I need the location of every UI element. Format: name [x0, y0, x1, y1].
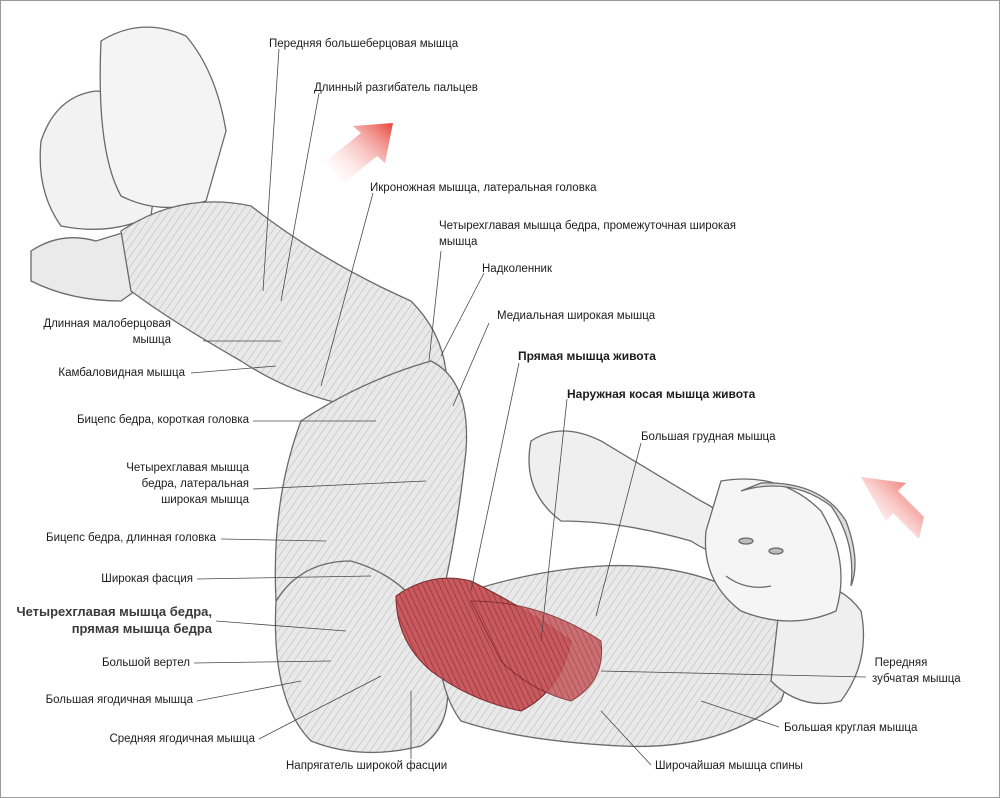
label-vastus-lateralis-2: бедра, латеральная	[141, 478, 249, 490]
label-patella: Надколенник	[482, 263, 552, 275]
label-serratus-1: Передняя	[874, 657, 928, 669]
label-teres-major: Большая круглая мышца	[784, 722, 918, 734]
label-rectus-femoris-1: Четырехглавая мышца бедра,	[16, 604, 212, 619]
motion-arrow-legs-icon	[326, 123, 393, 184]
label-vastus-lateralis-1: Четырехглавая мышца	[126, 462, 249, 474]
leader-lines	[190, 48, 867, 766]
label-rectus-abdominis: Прямая мышца живота	[518, 349, 656, 363]
label-pectoralis-major: Большая грудная мышца	[641, 431, 776, 443]
head	[704, 478, 856, 622]
label-vastus-intermedius-1: Четырехглавая мышца бедра, промежуточная…	[439, 220, 736, 232]
label-external-oblique: Наружная косая мышца живота	[567, 387, 756, 401]
label-biceps-short: Бицепс бедра, короткая головка	[76, 414, 249, 426]
oblique-muscles	[470, 600, 603, 702]
label-soleus: Камбаловидная мышца	[58, 367, 185, 379]
label-latissimus: Широчайшая мышца спины	[655, 760, 803, 772]
label-greater-trochanter: Большой вертел	[101, 657, 190, 669]
label-serratus-2: зубчатая мышца	[872, 673, 961, 685]
label-tibialis-anterior: Передняя большеберцовая мышца	[269, 38, 459, 50]
label-gluteus-medius: Средняя ягодичная мышца	[109, 733, 255, 745]
label-vastus-intermedius-2: мышца	[439, 236, 478, 248]
label-vastus-lateralis-3: широкая мышца	[161, 494, 249, 506]
label-vastus-medialis: Медиальная широкая мышца	[497, 310, 656, 322]
label-gluteus-maximus: Большая ягодичная мышца	[45, 694, 193, 706]
label-tensor-fasciae: Напрягатель широкой фасции	[286, 760, 448, 772]
motion-arrow-torso-icon	[861, 477, 924, 539]
label-peroneus-longus-2: мышца	[132, 334, 171, 346]
label-biceps-long: Бицепс бедра, длинная головка	[46, 532, 216, 544]
label-fascia-lata: Широкая фасция	[101, 573, 193, 585]
label-gastrocnemius-lateral: Икроножная мышца, латеральная головка	[370, 182, 597, 194]
label-peroneus-longus-1: Длинная малоберцовая	[43, 318, 171, 330]
label-extensor-digitorum: Длинный разгибатель пальцев	[314, 82, 478, 94]
label-rectus-femoris-2: прямая мышца бедра	[71, 621, 212, 636]
